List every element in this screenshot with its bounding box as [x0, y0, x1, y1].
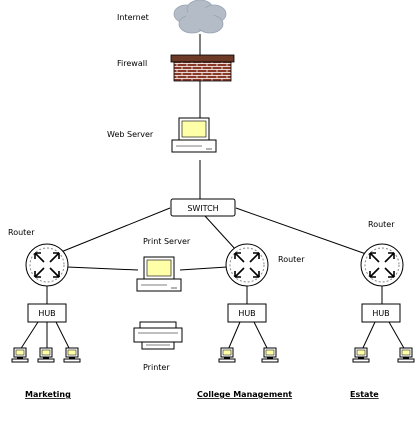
router-left-icon	[25, 243, 69, 287]
hub-right-box	[361, 303, 401, 323]
hub-left-box	[27, 303, 67, 323]
router-left-label: Router	[8, 228, 35, 237]
link-hub-right-pc-right	[388, 321, 406, 351]
workstation-icon	[261, 347, 279, 363]
switch-box	[170, 198, 236, 217]
link-router-left-printserver	[66, 266, 139, 271]
router-middle-label: Router	[278, 255, 305, 264]
link-hub-left-pc-left	[19, 321, 39, 351]
web-server-label: Web Server	[107, 130, 154, 139]
hub-middle-label: HUB	[238, 309, 255, 318]
group-label-marketing: Marketing	[25, 390, 71, 399]
router-right-icon	[360, 243, 404, 287]
hub-right-label: HUB	[372, 309, 389, 318]
group-label-estate: Estate	[350, 390, 379, 399]
link-hub-middle-pc-left	[227, 321, 241, 351]
link-switch-router-middle	[204, 215, 237, 251]
router-right-label: Router	[368, 220, 395, 229]
link-switch-router-right	[235, 207, 367, 255]
workstation-icon	[352, 347, 370, 363]
link-hub-right-pc-left	[361, 321, 376, 351]
workstation-icon	[397, 347, 415, 363]
workstation-icon	[218, 347, 236, 363]
internet-label: Internet	[117, 13, 149, 22]
switch-label: SWITCH	[187, 204, 218, 213]
web-server-icon	[171, 117, 217, 153]
print-server-icon	[136, 256, 182, 292]
printer-label: Printer	[143, 363, 170, 372]
connection-lines	[19, 34, 406, 351]
link-hub-middle-pc-right	[253, 321, 269, 351]
group-label-college-management: College Management	[197, 390, 292, 399]
firewall-icon	[170, 54, 235, 82]
firewall-label: Firewall	[117, 59, 147, 68]
workstation-icon	[63, 347, 81, 363]
link-switch-router-left	[60, 207, 171, 253]
printer-icon	[133, 321, 183, 350]
link-hub-left-pc-right	[55, 321, 71, 351]
hub-left-label: HUB	[38, 309, 55, 318]
internet-cloud-icon	[173, 0, 227, 34]
print-server-label: Print Server	[143, 237, 191, 246]
workstation-icon	[11, 347, 29, 363]
workstation-icon	[37, 347, 55, 363]
router-middle-icon	[225, 243, 269, 287]
hub-middle-box	[227, 303, 267, 323]
link-printserver-router-middle	[179, 266, 228, 271]
